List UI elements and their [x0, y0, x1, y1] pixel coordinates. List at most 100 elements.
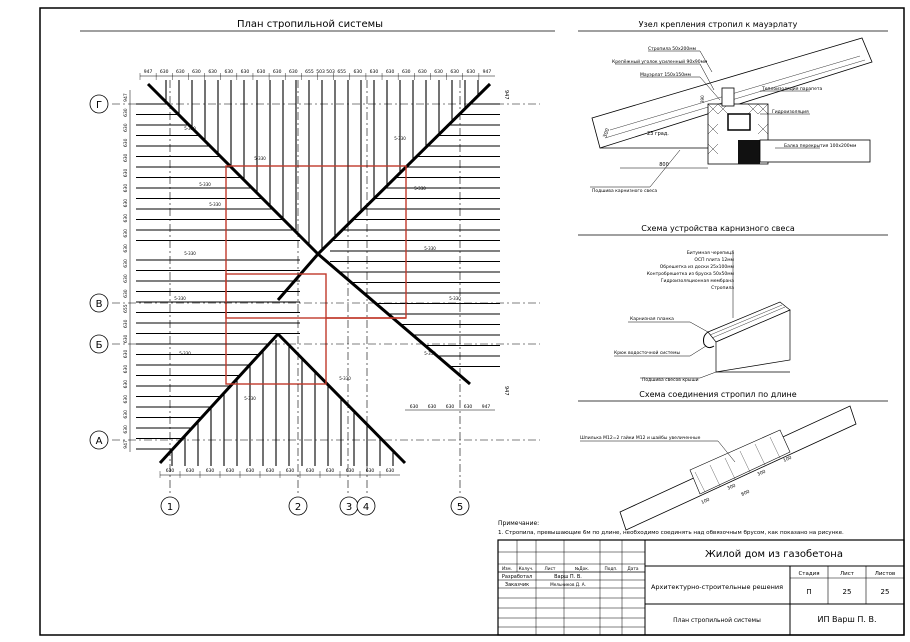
left-dim-3: 630 [123, 138, 129, 147]
svg-text:Обрешетка из доски 25х100мм: Обрешетка из доски 25х100мм [660, 264, 734, 270]
left-dim-17: 630 [123, 350, 129, 359]
node-detail: Узел крепления стропил к мауэрлату Стро [578, 20, 888, 194]
left-dim-7: 630 [123, 199, 129, 208]
eave-label-hook: Крюк водосточной системы [614, 349, 680, 356]
rafter-plan: План стропильной системы 947 630 630 630 630… [80, 19, 555, 516]
bottom-dim-1: 630 [186, 468, 195, 474]
top-dim-17: 630 [418, 69, 427, 75]
joint-leader [580, 440, 736, 463]
rafter-mark-1: 5-330 [254, 156, 266, 161]
svg-text:5: 5 [457, 502, 463, 513]
left-dim-9: 630 [123, 229, 129, 238]
svg-text:Г: Г [96, 100, 102, 111]
joint-detail: Схема соединения стропил по длине Шпильк… [578, 390, 888, 531]
left-dim-11: 630 [123, 259, 129, 268]
svg-text:№Док.: №Док. [575, 566, 589, 572]
top-dim-10: 655 [305, 69, 314, 75]
svg-text:Колуч.: Колуч. [519, 566, 534, 572]
svg-text:2: 2 [295, 502, 301, 513]
stamp-section: Архитектурно-строительные решения [651, 583, 783, 591]
eave-rafter [715, 309, 791, 373]
bottom-dim-8: 630 [326, 468, 335, 474]
svg-text:Гидроизоляционная мембрана: Гидроизоляционная мембрана [661, 278, 734, 284]
rafter-mark-4: 5-330 [184, 251, 196, 256]
svg-text:Б: Б [96, 340, 103, 351]
parapet [721, 87, 735, 107]
left-dim-13: 630 [123, 289, 129, 298]
node-leaders [590, 50, 820, 188]
left-dim-8: 630 [123, 214, 129, 223]
floor-beam-dark [738, 140, 760, 164]
note-text: 1. Стропила, превышающие 6м по длине, не… [498, 530, 844, 536]
top-dim-12: 655 [337, 69, 346, 75]
stamp-company: ИП Варш П. В. [817, 615, 876, 624]
left-dim-5: 630 [123, 169, 129, 178]
note-heading: Примечание: [498, 520, 539, 527]
svg-text:1: 1 [167, 502, 173, 513]
top-dim-4: 630 [208, 69, 217, 75]
left-dim-23: 947 [123, 440, 129, 449]
eave-label-soffit: Подшива свесов крыши [642, 377, 699, 383]
top-dim-14: 630 [370, 69, 379, 75]
plan-title: План стропильной системы [237, 19, 383, 30]
top-dim-1: 630 [160, 69, 169, 75]
left-dim-21: 630 [123, 410, 129, 419]
eave-layer-labels: Битумная черепица ОСП плита 12мм Обрешет… [647, 250, 735, 291]
svg-text:ОСП плита 12мм: ОСП плита 12мм [694, 257, 734, 263]
lr-dim-3: 630 [464, 404, 473, 410]
rafter-mark-7: 5-330 [244, 396, 256, 401]
bottom-dim-6: 630 [286, 468, 295, 474]
axis-row-b: Б [89, 334, 109, 354]
svg-text:А: А [96, 436, 103, 447]
top-dim-13: 630 [354, 69, 363, 75]
node-label-insulation: Теплоизоляция парапета [761, 86, 823, 92]
svg-text:Дата: Дата [627, 566, 638, 572]
stamp-role-customer: Заказчик [505, 582, 529, 588]
svg-text:В: В [96, 299, 103, 310]
rafter-mark-3: 5-330 [209, 202, 221, 207]
node-title: Узел крепления стропил к мауэрлату [639, 20, 798, 29]
rafter-mark-6: 5-330 [179, 351, 191, 356]
rafter-mark-8: 5-330 [394, 136, 406, 141]
rafter-mark-12: 5-330 [424, 351, 436, 356]
left-dim-6: 630 [123, 184, 129, 193]
title-block-headers: Изм. Колуч. Лист №Док. Подп. Дата [502, 566, 639, 572]
top-dim-11: 503 503 [316, 69, 335, 75]
left-dim-4: 630 [123, 153, 129, 162]
joint-hatch [694, 436, 781, 493]
left-dim-1: 630 [123, 108, 129, 117]
rafter-mark-13: 5-330 [339, 376, 351, 381]
gutter-hook [703, 331, 715, 349]
rafter-lines [136, 80, 500, 466]
axis-row-v: В [89, 293, 109, 313]
node-label-rafter: Стропила 50х200мм [648, 46, 696, 52]
left-dim-10: 630 [123, 244, 129, 253]
top-dim-21: 947 [483, 69, 492, 75]
sheet-frame [39, 7, 905, 636]
left-dim-0: 947 [123, 93, 129, 102]
rafter-mark-9: 5-330 [414, 186, 426, 191]
bottom-dim-5: 630 [266, 468, 275, 474]
eave-detail: Схема устройства карнизного свеса Битумн… [578, 224, 888, 383]
left-dim-22: 630 [123, 425, 129, 434]
node-dim-small: 390 [700, 95, 705, 103]
lr-dim-0: 630 [410, 404, 419, 410]
stamp-name-customer: Мельников Д. А. [550, 582, 586, 587]
rafter-mark-11: 5-330 [449, 296, 461, 301]
node-angle: 23 град. [647, 131, 669, 137]
axis-col-4: 4 [356, 496, 376, 516]
axis-grid [112, 80, 540, 495]
top-dim-5: 630 [224, 69, 233, 75]
bottom-dim-2: 630 [206, 468, 215, 474]
stamp-sheet-name: План стропильной системы [673, 617, 761, 624]
stamp-role-developer: Разработал [502, 574, 532, 580]
axis-row-g: Г [89, 94, 109, 114]
node-dim-overhang: 800 [659, 162, 669, 168]
top-dim-2: 630 [176, 69, 185, 75]
joint-overlap [689, 429, 791, 495]
joint-title: Схема соединения стропил по длине [639, 390, 796, 399]
axis-row-a: А [89, 430, 109, 450]
top-dim-18: 630 [434, 69, 443, 75]
